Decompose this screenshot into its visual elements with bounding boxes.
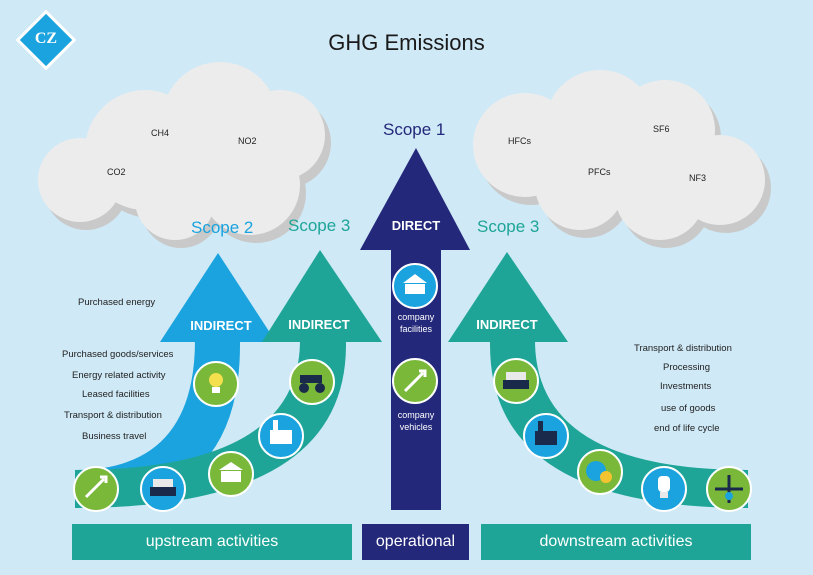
scope2-label: Scope 2 bbox=[191, 218, 254, 237]
right-list-item: end of life cycle bbox=[654, 423, 720, 434]
right-list-item: Processing bbox=[663, 362, 710, 373]
icon-factory-right bbox=[523, 413, 569, 459]
icon-tractor bbox=[289, 359, 335, 405]
company-facilities-label: company facilities bbox=[397, 312, 435, 334]
upstream-activities-bar: upstream activities bbox=[72, 524, 352, 560]
icon-ship bbox=[140, 466, 186, 512]
logo bbox=[15, 9, 77, 71]
gas-label-co2: CO2 bbox=[107, 167, 126, 177]
purchased-energy-label: Purchased energy bbox=[78, 297, 156, 308]
operational-bar: operational bbox=[362, 524, 469, 560]
icon-arrows-compass bbox=[706, 466, 752, 512]
left-list-item: Transport & distribution bbox=[64, 410, 162, 421]
gas-label-pfcs: PFCs bbox=[588, 167, 611, 177]
indirect-scope3-left-label: INDIRECT bbox=[288, 317, 350, 332]
indirect-scope3-right-label: INDIRECT bbox=[476, 317, 538, 332]
logo-text: CZ bbox=[34, 30, 58, 47]
cloud-left bbox=[38, 62, 331, 248]
scope3-left-arrow bbox=[75, 250, 382, 508]
gas-label-no2: NO2 bbox=[238, 136, 257, 146]
scope3-right-arrow bbox=[448, 252, 748, 508]
right-list-item: use of goods bbox=[661, 403, 716, 414]
left-list-item: Business travel bbox=[82, 431, 147, 442]
gas-label-sf6: SF6 bbox=[653, 124, 670, 134]
right-list-item: Investments bbox=[660, 381, 712, 392]
right-list-item: Transport & distribution bbox=[634, 343, 732, 354]
icon-ship-right bbox=[493, 358, 539, 404]
gas-label-ch4: CH4 bbox=[151, 128, 170, 138]
indirect-scope2-label: INDIRECT bbox=[190, 318, 252, 333]
left-list-item: Purchased goods/services bbox=[62, 349, 174, 360]
page-title: GHG Emissions bbox=[328, 30, 485, 55]
icon-rocket-center bbox=[392, 358, 438, 404]
left-list-item: Energy related activity bbox=[72, 370, 166, 381]
cloud-right bbox=[473, 70, 771, 248]
icon-factory-left bbox=[258, 413, 304, 459]
downstream-activities-bar: downstream activities bbox=[481, 524, 751, 560]
company-vehicles-label: company vehicles bbox=[397, 410, 435, 432]
gas-label-hfcs: HFCs bbox=[508, 136, 531, 146]
scope3-left-label: Scope 3 bbox=[288, 216, 351, 235]
icon-bank-left bbox=[208, 451, 254, 497]
scope1-label: Scope 1 bbox=[383, 120, 446, 139]
icon-rocket-left bbox=[73, 466, 119, 512]
icon-recycle-bulb bbox=[641, 466, 687, 512]
gas-label-nf3: NF3 bbox=[689, 173, 707, 183]
icon-lightbulb bbox=[193, 361, 239, 407]
icon-globe-coin bbox=[577, 449, 623, 495]
left-list-item: Leased facilities bbox=[82, 389, 150, 400]
direct-label: DIRECT bbox=[391, 218, 441, 233]
scope3-right-label: Scope 3 bbox=[477, 217, 540, 236]
icon-bank-center bbox=[392, 263, 438, 309]
